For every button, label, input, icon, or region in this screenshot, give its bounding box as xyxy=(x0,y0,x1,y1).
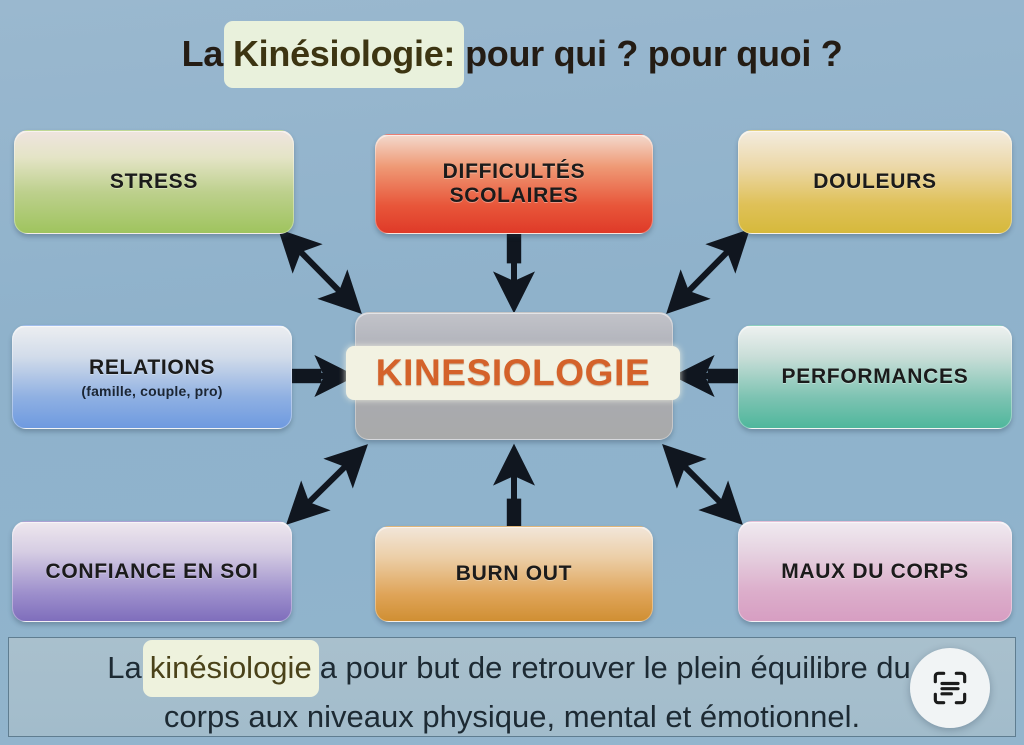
title-highlight: Kinésiologie: xyxy=(223,20,465,88)
node-difficultes-label-line1: DIFFICULTÉS xyxy=(442,160,586,183)
node-performances[interactable]: PERFORMANCES xyxy=(738,325,1012,429)
node-confiance-en-soi[interactable]: CONFIANCE EN SOI xyxy=(12,521,292,622)
page-title-text: La Kinésiologie: pour qui ? pour quoi ? xyxy=(181,20,843,88)
caption-line-2: corps aux niveaux physique, mental et ém… xyxy=(163,698,861,734)
node-difficultes-scolaires[interactable]: DIFFICULTÉS SCOLAIRES xyxy=(375,134,653,234)
node-stress-label: STRESS xyxy=(109,170,199,193)
node-douleurs-label: DOULEURS xyxy=(813,170,937,193)
caption-box: La kinésiologie a pour but de retrouver … xyxy=(8,637,1016,737)
title-suffix: pour qui ? pour quoi ? xyxy=(465,33,843,74)
center-label-highlight: KINESIOLOGIE xyxy=(346,346,680,400)
node-confiance-label: CONFIANCE EN SOI xyxy=(45,559,259,583)
caption-suffix: a pour but de retrouver le plein équilib… xyxy=(319,650,911,686)
connector-stress xyxy=(278,229,362,314)
node-relations-sublabel: (famille, couple, pro) xyxy=(81,382,223,399)
connector-douleurs xyxy=(666,229,750,314)
node-maux-du-corps[interactable]: MAUX DU CORPS xyxy=(738,521,1012,622)
node-burn-out[interactable]: BURN OUT xyxy=(375,526,653,622)
text-scan-icon xyxy=(933,671,967,705)
page-title: La Kinésiologie: pour qui ? pour quoi ? xyxy=(0,18,1024,90)
caption-highlight: kinésiologie xyxy=(142,639,319,697)
node-stress[interactable]: STRESS xyxy=(14,130,294,234)
node-maux-label: MAUX DU CORPS xyxy=(781,559,969,583)
node-douleurs[interactable]: DOULEURS xyxy=(738,130,1012,234)
node-relations-label: RELATIONS xyxy=(88,355,216,379)
node-relations[interactable]: RELATIONS (famille, couple, pro) xyxy=(12,325,292,429)
node-burnout-label: BURN OUT xyxy=(455,562,573,585)
title-prefix: La xyxy=(181,33,224,74)
connector-confiance xyxy=(286,444,368,525)
text-scan-button[interactable] xyxy=(910,648,990,728)
node-kinesiologie-label: KINESIOLOGIE xyxy=(375,352,651,393)
node-performances-label: PERFORMANCES xyxy=(781,365,969,388)
node-difficultes-label-line2: SCOLAIRES xyxy=(449,184,579,207)
kinesiology-diagram: STRESS DIFFICULTÉS SCOLAIRES DOULEURS RE… xyxy=(12,130,1012,622)
caption-prefix: La xyxy=(107,650,142,686)
connector-maux xyxy=(662,444,743,525)
caption-line-1: La kinésiologie a pour but de retrouver … xyxy=(107,639,911,697)
